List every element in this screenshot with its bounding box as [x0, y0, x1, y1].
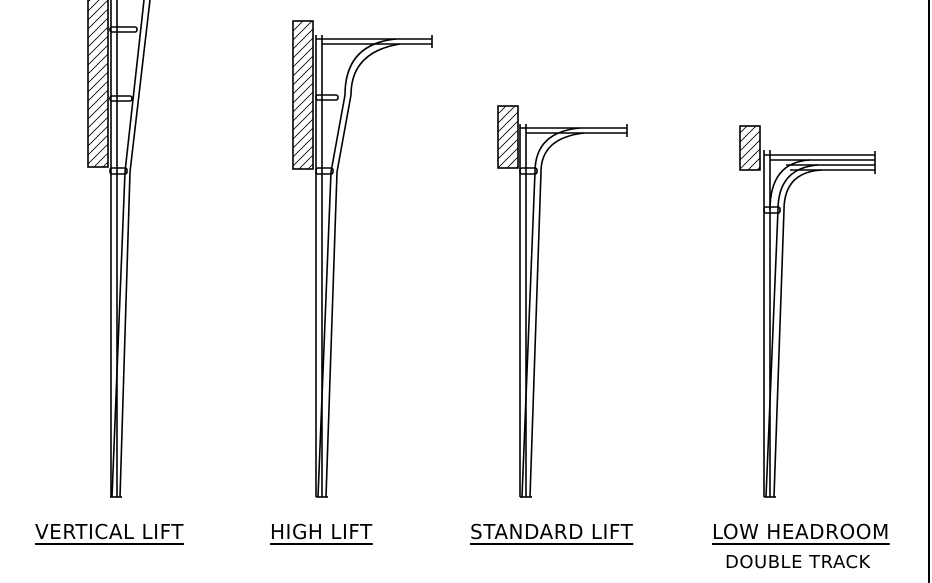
header-wall: [292, 20, 314, 170]
sublabel-double-track: DOUBLE TRACK: [725, 552, 871, 573]
header-wall: [497, 105, 519, 169]
label-high-lift: HIGH LIFT: [270, 520, 373, 544]
diagram-high-lift: [292, 20, 433, 498]
label-low-headroom: LOW HEADROOM: [712, 520, 890, 544]
header-wall: [87, 0, 109, 168]
diagram-vertical-lift: [87, 0, 151, 498]
label-vertical-lift: VERTICAL LIFT: [35, 520, 184, 544]
diagram-low-headroom: [739, 125, 876, 498]
label-standard-lift: STANDARD LIFT: [470, 520, 634, 544]
diagram-standard-lift: [497, 105, 628, 498]
header-wall: [739, 125, 761, 171]
